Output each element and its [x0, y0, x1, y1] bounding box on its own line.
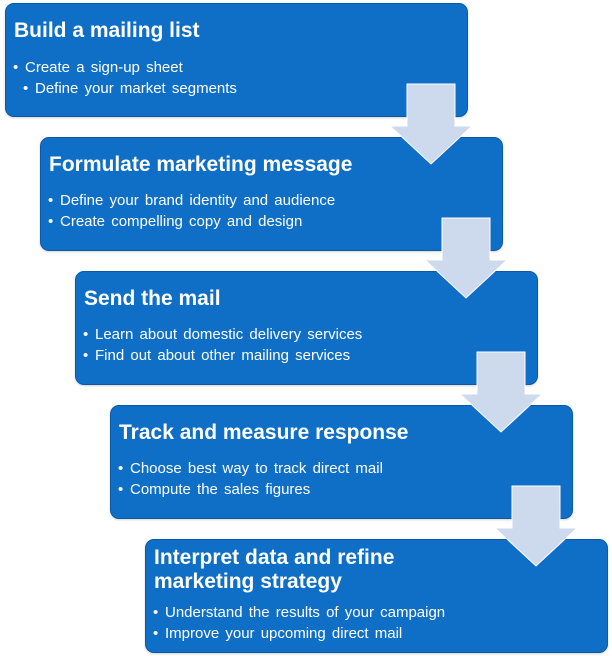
step-2-bullets: Define your brand identity and audience … [48, 190, 335, 232]
step-3-bullet-1: Learn about domestic delivery services [83, 324, 362, 345]
step-2-title: Formulate marketing message [49, 153, 353, 176]
step-2-box: Formulate marketing message Define your … [40, 137, 503, 251]
down-arrow-icon [389, 83, 473, 165]
step-3-bullets: Learn about domestic delivery services F… [83, 324, 362, 366]
down-arrow-icon [424, 217, 508, 299]
step-5-bullet-1: Understand the results of your campaign [153, 602, 445, 623]
step-1-box: Build a mailing list Create a sign-up sh… [5, 3, 468, 117]
step-4-title: Track and measure response [119, 421, 409, 444]
step-3-title: Send the mail [84, 287, 221, 310]
step-1-bullet-1: Create a sign-up sheet [13, 57, 237, 78]
step-3-box: Send the mail Learn about domestic deliv… [75, 271, 538, 385]
step-4-bullet-2: Compute the sales figures [118, 479, 383, 500]
step-3-bullet-2: Find out about other mailing services [83, 345, 362, 366]
down-arrow-icon [459, 351, 543, 433]
step-1-bullets: Create a sign-up sheet Define your marke… [13, 57, 237, 99]
step-1-title: Build a mailing list [14, 19, 200, 42]
step-1-bullet-2: Define your market segments [13, 78, 237, 99]
step-4-bullets: Choose best way to track direct mail Com… [118, 458, 383, 500]
step-2-bullet-2: Create compelling copy and design [48, 211, 335, 232]
down-arrow-icon [494, 485, 578, 567]
step-4-bullet-1: Choose best way to track direct mail [118, 458, 383, 479]
step-5-bullets: Understand the results of your campaign … [153, 602, 445, 644]
step-5-bullet-2: Improve your upcoming direct mail [153, 623, 445, 644]
step-5-title: Interpret data and refine marketing stra… [154, 546, 395, 593]
step-2-bullet-1: Define your brand identity and audience [48, 190, 335, 211]
